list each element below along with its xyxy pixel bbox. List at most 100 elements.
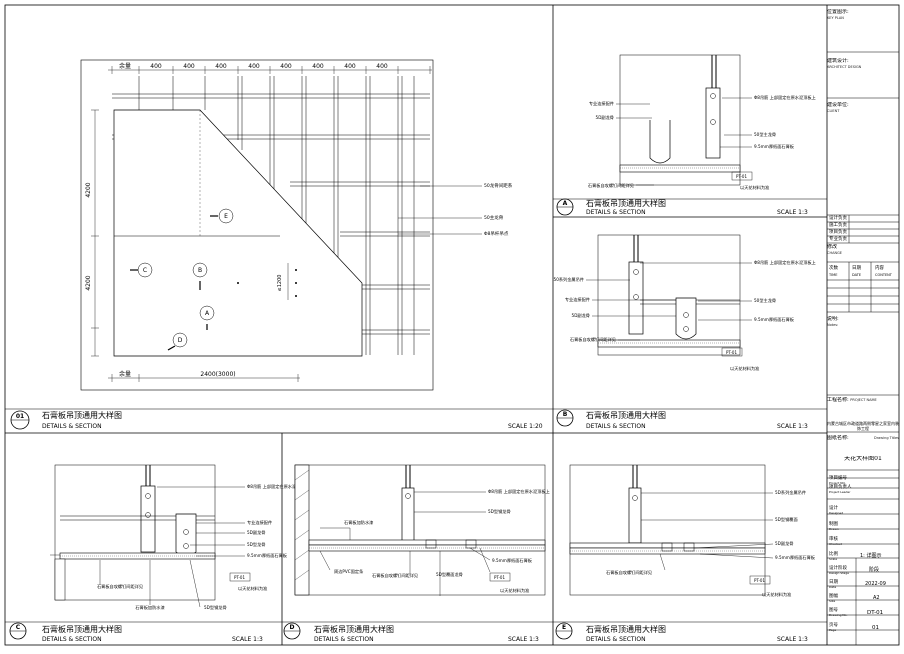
- info-en-2: Designed: [829, 511, 844, 515]
- panel-a-id: A: [563, 200, 568, 207]
- section-e-note-1: 5D型钢覆面: [775, 516, 798, 523]
- change-header-1: 日期: [852, 266, 861, 271]
- info-value-10: 01: [872, 625, 879, 631]
- info-value-7: 2022-09: [865, 581, 886, 587]
- info-en-4: Checked: [829, 542, 842, 546]
- change-header-en-1: DATE: [852, 273, 862, 277]
- panel-a-subtitle: DETAILS & SECTION: [586, 209, 646, 216]
- change-header-0: 次数: [829, 266, 838, 271]
- section-d-note-0: Φ8吊筋 上部固定在原水泥顶板上: [488, 488, 550, 495]
- plan-dim-top-2: 400: [183, 63, 195, 70]
- section-e-tag: PT-01: [754, 578, 765, 583]
- notes-label: 说明:: [827, 316, 839, 322]
- section-e-note-3: 5D副龙骨: [775, 540, 793, 547]
- change-header-2: 内容: [875, 266, 884, 271]
- plan-dim-top-7: 400: [344, 63, 356, 70]
- section-c-note-7: 5D型钢龙骨: [204, 604, 227, 611]
- plan-callout-1: 50主龙骨: [484, 214, 504, 221]
- section-d-drawing: Φ8吊筋 上部固定在原水泥顶板上 石膏板加防水漆 5D型钢龙骨 5D型覆面龙骨 …: [294, 464, 550, 596]
- info-value-6: 阶段: [869, 567, 880, 573]
- plan-dim-top-0: 余量: [119, 62, 131, 70]
- designer-en: ARCHITECT DESIGN: [827, 65, 862, 69]
- change-en: CHANGE: [827, 251, 843, 255]
- info-label-9: 图号: [829, 608, 838, 613]
- section-c-note-0: Φ8吊筋 上部固定在原水泥顶板上: [247, 483, 309, 490]
- panel-e-subtitle: DETAILS & SECTION: [586, 636, 646, 643]
- review-row-3: 专业负责: [829, 237, 847, 242]
- review-row-0: 设计负责: [829, 216, 847, 221]
- section-c-finish: 以天花材料为准: [238, 585, 267, 592]
- section-c-tag: PT-01: [234, 575, 245, 580]
- change-header-en-2: CONTENT: [875, 273, 892, 277]
- panel-d-title: 石膏板吊顶通用大样图: [314, 624, 394, 634]
- info-label-4: 审核: [829, 537, 838, 542]
- info-label-10: 页号: [829, 623, 838, 628]
- plan-dim-top-3: 400: [215, 63, 227, 70]
- section-e-drawing: 5D系列金属吊件 5D型钢覆面 石膏板自攻螺钉间距详见 5D副龙骨 9.5mm厚…: [569, 464, 816, 598]
- designer-label: 建筑设计:: [827, 58, 849, 64]
- panel-c-scale: SCALE 1:3: [232, 636, 263, 643]
- info-en-3: Drawn: [829, 527, 839, 531]
- panel-c-id: C: [16, 624, 21, 631]
- section-d-note-4: 9.5mm厚纸面石膏板: [492, 557, 533, 564]
- drawing-name: 天花大样图01: [844, 456, 882, 462]
- project-en: PROJECT NAME: [850, 398, 877, 402]
- panel-d-id: D: [290, 624, 295, 631]
- section-c-note-6: 石膏板加防水漆: [135, 604, 164, 611]
- info-value-9: DT-01: [867, 610, 884, 616]
- drawing-name-label: 图纸名称:: [827, 435, 849, 441]
- drawing-name-en: Drawing Titles: [874, 436, 899, 440]
- plan-callout-2: Φ8吊杆吊点: [484, 230, 509, 237]
- section-a-note-0: Φ8吊筋 上部固定在原水泥顶板上: [754, 94, 816, 101]
- panel-c-title: 石膏板吊顶通用大样图: [42, 624, 122, 634]
- section-c-note-2: 5D副龙骨: [247, 529, 265, 536]
- plan-dim-left-0: 4200: [85, 182, 92, 197]
- plan-marker-a: A: [205, 310, 210, 317]
- plan-marker-b: B: [198, 267, 202, 274]
- info-label-6: 设计阶段: [829, 566, 847, 571]
- info-en-1: Project Leader: [829, 490, 851, 494]
- panel-d-scale: SCALE 1:3: [508, 636, 539, 643]
- section-b-note-6: 9.5mm厚纸面石膏板: [754, 316, 795, 323]
- section-a-note-2: 50型主龙骨: [754, 131, 776, 138]
- section-d-note-6: 周边PVC固定条: [334, 568, 364, 575]
- plan-dim-top-5: 400: [280, 63, 292, 70]
- section-b-note-1: 50系列金属吊件: [554, 276, 584, 283]
- plan-dim-inner: ≤1200: [277, 275, 283, 292]
- section-a-note-3: 9.5mm厚纸面石膏板: [754, 143, 795, 150]
- section-a-note-4: 专业连接配件: [589, 100, 614, 107]
- section-b-note-4: 5D副龙骨: [572, 312, 590, 319]
- panel-b-id: B: [563, 411, 568, 418]
- info-label-5: 比例: [829, 552, 838, 557]
- panel-e-title: 石膏板吊顶通用大样图: [586, 624, 666, 634]
- info-label-8: 图幅: [829, 594, 838, 599]
- section-c-note-4: 9.5mm厚纸面石膏板: [247, 552, 288, 559]
- section-b-note-3: 专业连接配件: [565, 296, 590, 303]
- section-d-finish: 以天花材料为准: [500, 587, 529, 594]
- panel-01-title: 石膏板吊顶通用大样图: [42, 410, 122, 420]
- section-b-tag: PT-01: [726, 350, 737, 355]
- section-b-finish: 以天花材料为准: [730, 365, 759, 372]
- project-name: 内蒙古城区市政道路两侧零星之家室内装饰工程: [827, 421, 899, 431]
- panel-e-scale: SCALE 1:3: [777, 636, 808, 643]
- panel-d-subtitle: DETAILS & SECTION: [314, 636, 374, 643]
- panel-c-subtitle: DETAILS & SECTION: [42, 636, 102, 643]
- info-en-10: Page: [829, 628, 837, 632]
- section-d-tag: PT-01: [494, 575, 505, 580]
- section-a-note-6: 石膏板自攻螺钉间距详见: [588, 182, 634, 189]
- info-label-0: 项目编号: [829, 476, 847, 481]
- info-label-7: 日期: [829, 580, 838, 585]
- plan-dim-left-1: 4200: [85, 275, 92, 290]
- section-d-note-3: 5D型覆面龙骨: [436, 571, 463, 578]
- change-label: 修改: [827, 244, 838, 250]
- section-b-note-0: Φ8吊筋 上部固定在原水泥顶板上: [754, 259, 816, 266]
- info-value-8: A2: [873, 595, 880, 601]
- plan-drawing: 余量 400 400 400 400 400 400 400 400: [80, 59, 513, 391]
- panel-a-title: 石膏板吊顶通用大样图: [586, 198, 666, 208]
- info-en-5: Scale: [829, 557, 838, 561]
- section-b-note-5: 石膏板自攻螺钉间距详见: [570, 336, 616, 343]
- info-en-8: Size: [829, 599, 836, 603]
- plan-dim-top-8: 400: [376, 63, 388, 70]
